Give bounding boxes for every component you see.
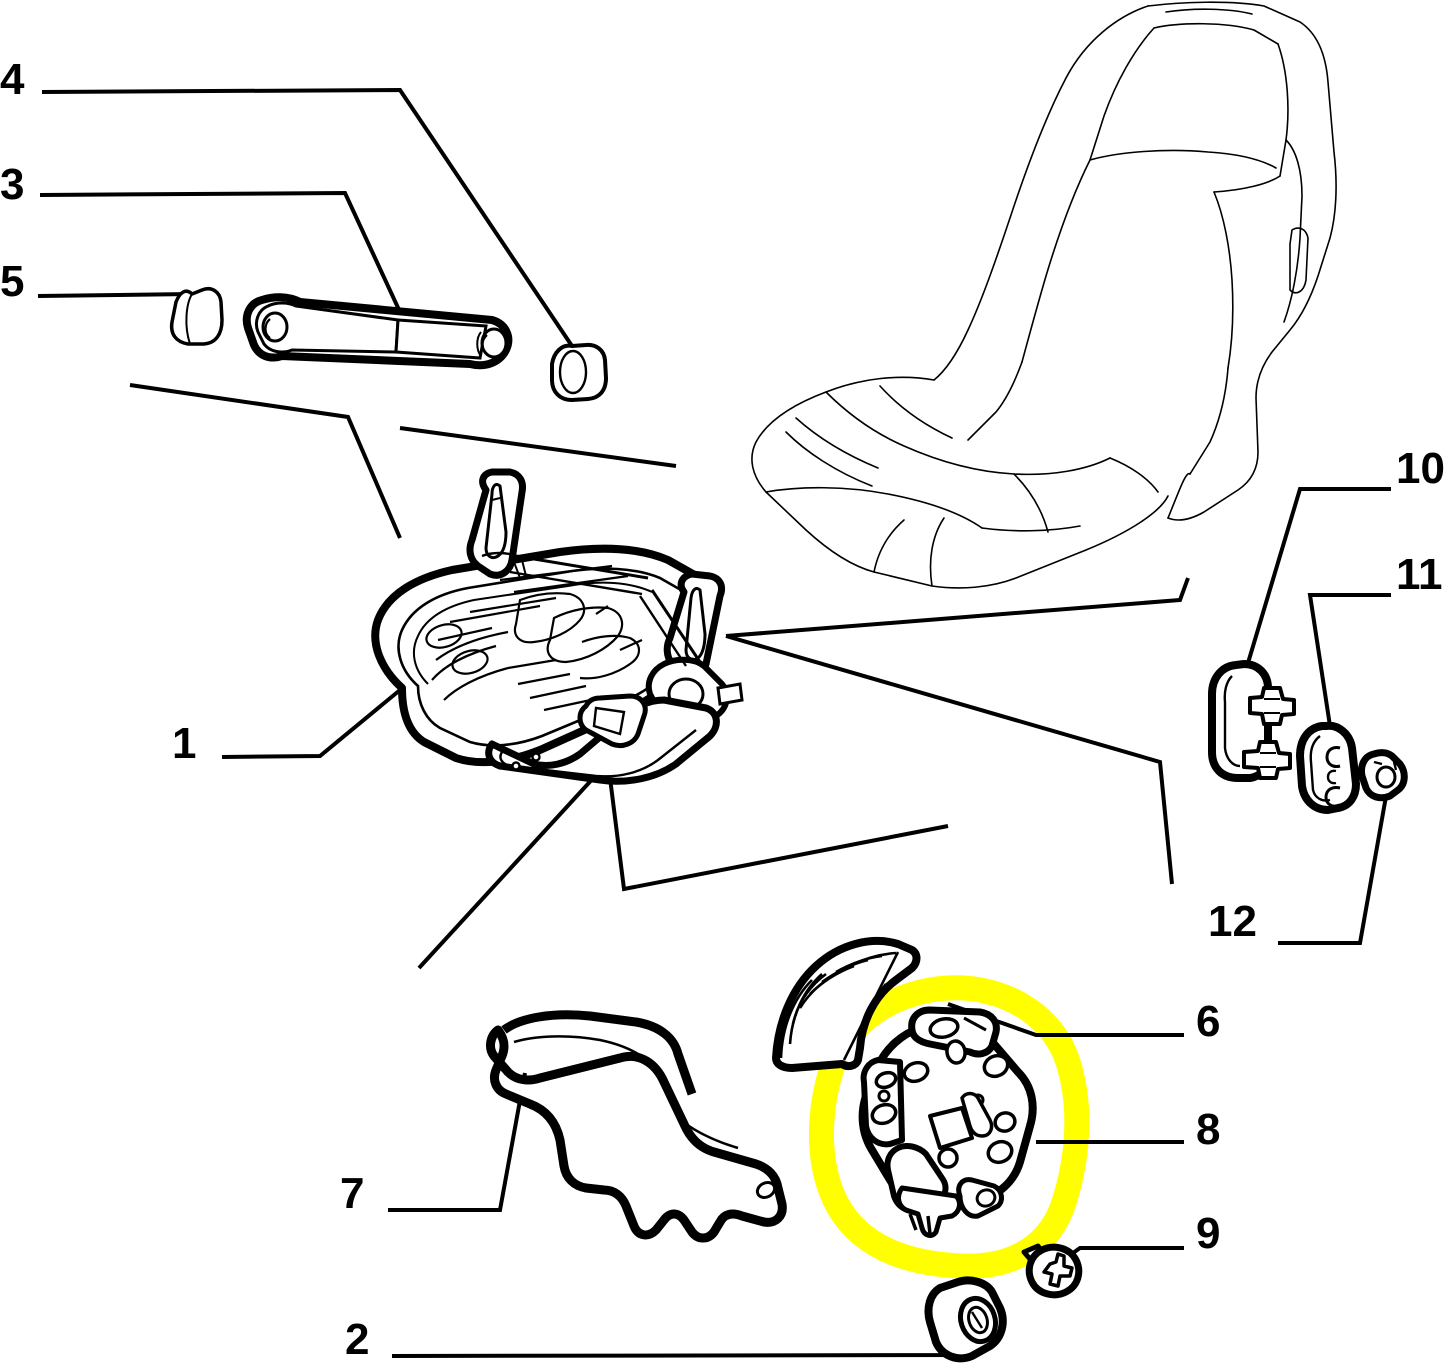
callout-label-3: 3 bbox=[0, 160, 25, 209]
callout-label-8: 8 bbox=[1196, 1105, 1221, 1154]
callout-label-9: 9 bbox=[1196, 1209, 1221, 1258]
callout-label-7: 7 bbox=[340, 1169, 365, 1218]
part-5-gas-strut-end-cap-left bbox=[169, 287, 224, 346]
part-11-mounting-plate bbox=[1296, 721, 1360, 814]
part-1-seat-cushion-frame-pan bbox=[371, 468, 744, 785]
callout-label-1: 1 bbox=[172, 719, 197, 768]
callout-label-11: 11 bbox=[1396, 550, 1443, 599]
callout-label-6: 6 bbox=[1196, 997, 1221, 1046]
car-seat-illustration bbox=[751, 1, 1337, 589]
leader-lines bbox=[37, 87, 1391, 1358]
callout-label-10: 10 bbox=[1396, 444, 1445, 493]
part-4-gas-strut-end-cap-right bbox=[550, 342, 608, 402]
part-12-hex-nut bbox=[1358, 749, 1408, 802]
part-7-recliner-adjust-lever bbox=[486, 1010, 787, 1243]
part-9-cross-head-screw bbox=[1021, 1243, 1083, 1299]
part-10-mounting-bracket-with-studs bbox=[1208, 660, 1296, 782]
part-2-pivot-bushing bbox=[924, 1276, 1007, 1363]
callout-label-2: 2 bbox=[345, 1315, 370, 1364]
callout-label-12: 12 bbox=[1208, 897, 1257, 946]
part-6-serrated-trim-cover bbox=[772, 937, 921, 1072]
part-8-recliner-mechanism bbox=[858, 1006, 1037, 1238]
callout-label-5: 5 bbox=[0, 257, 25, 306]
part-3-gas-strut bbox=[242, 293, 513, 370]
callout-label-4: 4 bbox=[0, 55, 25, 104]
